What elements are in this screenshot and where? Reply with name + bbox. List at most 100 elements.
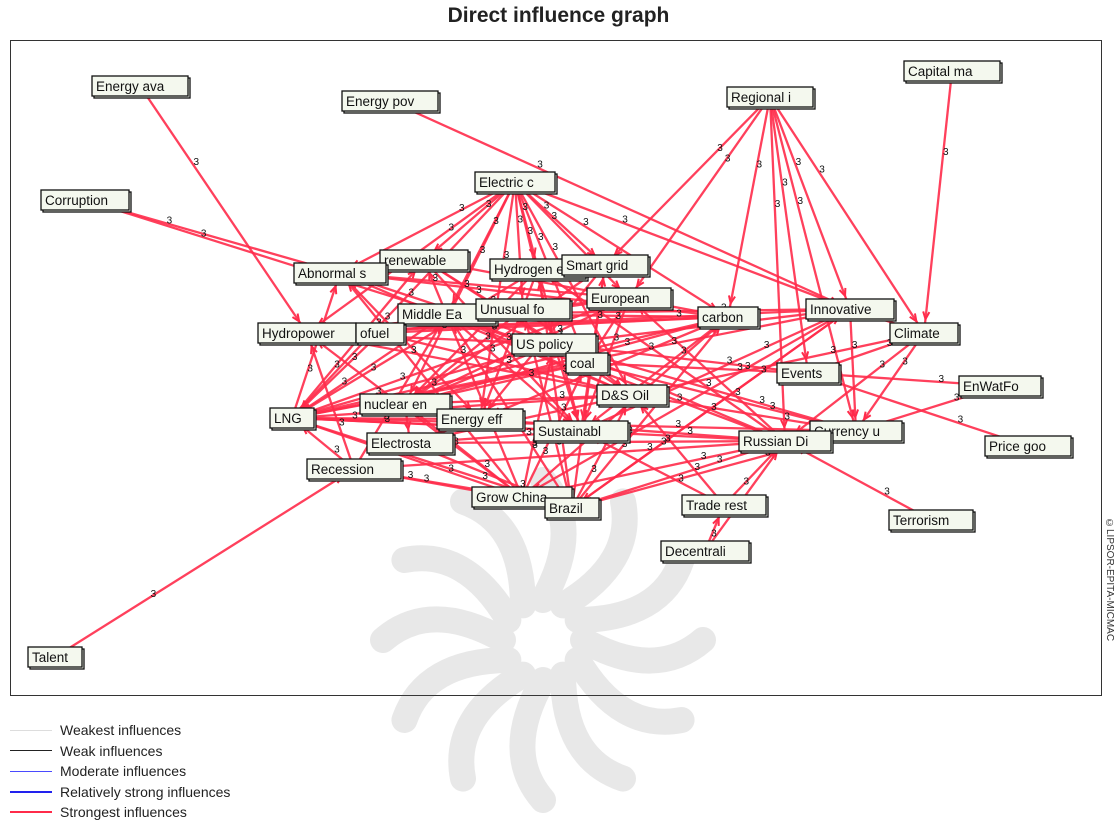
node-box: [27, 646, 83, 668]
node-climate[interactable]: Climate: [889, 322, 961, 346]
edge-weight-label: 3: [486, 199, 492, 210]
edge-weight-label: 3: [954, 392, 960, 403]
node-label: Brazil: [549, 501, 583, 516]
node-corruption[interactable]: Corruption: [40, 189, 132, 213]
influence-edge: [139, 85, 308, 334]
node-electric-c[interactable]: Electric c: [474, 171, 558, 195]
copyright-text: ©LIPSOR-EPITA-MICMAC: [1104, 518, 1115, 642]
legend-item-strongest: Strongest influences: [10, 802, 230, 823]
edge-weight-label: 3: [784, 411, 790, 422]
node-nuclear-en[interactable]: nuclear en: [359, 393, 453, 417]
node-us-policy[interactable]: US policy: [511, 333, 599, 357]
edge-weight-label: 3: [193, 157, 199, 168]
watermark-petal: [564, 547, 695, 633]
edge-weight-label: 3: [342, 377, 348, 388]
node-middle-ea[interactable]: Middle Ea: [397, 303, 499, 327]
watermark-petal: [550, 661, 636, 792]
edge-weight-label: 3: [759, 395, 765, 406]
influence-edge: [604, 96, 771, 266]
legend-label: Moderate influences: [60, 763, 187, 780]
node-trade-rest[interactable]: Trade rest: [681, 494, 769, 518]
edge-weight-label: 3: [352, 410, 358, 421]
node-price-goo[interactable]: Price goo: [984, 435, 1074, 459]
node-carbon[interactable]: carbon: [697, 306, 761, 330]
influence-edge: [922, 70, 954, 334]
edge-weight-label: 3: [334, 359, 340, 370]
edge-weight-label: 3: [384, 414, 390, 425]
node-enwatfo[interactable]: EnWatFo: [958, 375, 1044, 399]
edge-weight-label: 3: [485, 331, 491, 342]
node-abnormal-s[interactable]: Abnormal s: [293, 262, 389, 286]
node-box: [738, 430, 832, 452]
edge-weight-label: 3: [482, 471, 488, 482]
node-sustainabl[interactable]: Sustainabl: [533, 420, 631, 444]
node-biofuel[interactable]: ofuel: [355, 322, 407, 346]
influence-edge: [403, 181, 517, 405]
watermark-ring: [496, 593, 590, 687]
node-box: [269, 407, 315, 429]
node-label: ofuel: [360, 326, 389, 341]
edge-weight-label: 3: [711, 528, 717, 539]
edge-weight-label: 3: [307, 364, 313, 375]
node-innovative[interactable]: Innovative: [805, 298, 897, 322]
node-russian-di[interactable]: Russian Di: [738, 430, 834, 454]
node-electrosta[interactable]: Electrosta: [366, 432, 456, 456]
node-energy-ava[interactable]: Energy ava: [91, 75, 191, 99]
edge-weight-label: 3: [526, 427, 532, 438]
legend-item-relatively-strong: Relatively strong influences: [10, 782, 230, 803]
edge-weight-label: 3: [711, 402, 717, 413]
node-hydropower[interactable]: Hydropower: [257, 322, 359, 346]
edge-weight-label: 3: [151, 589, 157, 600]
edge-arrowhead: [403, 421, 412, 432]
edge-weight-label: 3: [775, 199, 781, 210]
node-energy-pov[interactable]: Energy pov: [341, 90, 441, 114]
node-terrorism[interactable]: Terrorism: [888, 509, 976, 533]
legend-swatch-weakest: [10, 729, 52, 731]
node-label: coal: [570, 356, 595, 371]
edge-weight-label: 3: [744, 477, 750, 488]
edge-arrowhead: [727, 295, 736, 306]
edge-weight-label: 3: [432, 378, 438, 389]
edge-weight-label: 3: [687, 426, 693, 437]
edge-weight-label: 3: [725, 153, 731, 164]
node-renewable[interactable]: renewable: [379, 249, 471, 273]
node-unusual-fo[interactable]: Unusual fo: [475, 298, 573, 322]
node-events[interactable]: Events: [776, 362, 842, 386]
node-box: [355, 322, 405, 344]
legend-swatch-relatively-strong: [10, 790, 52, 793]
edge-weight-label: 3: [532, 438, 538, 449]
edge-weight-label: 3: [681, 345, 687, 356]
node-box: [888, 509, 974, 531]
node-box: [40, 189, 130, 211]
node-capital-ma[interactable]: Capital ma: [903, 60, 1003, 84]
watermark-emblem: [370, 467, 716, 813]
node-label: Capital ma: [908, 64, 973, 79]
node-box: [544, 497, 600, 519]
node-energy-eff[interactable]: Energy eff: [436, 408, 526, 432]
node-coal[interactable]: coal: [565, 352, 611, 376]
node-talent[interactable]: Talent: [27, 646, 85, 670]
edge-weight-label: 3: [796, 157, 802, 168]
edge-arrowhead: [487, 400, 497, 411]
influence-edge: [586, 361, 857, 433]
node-smart-grid[interactable]: Smart grid: [561, 254, 651, 278]
node-brazil[interactable]: Brazil: [544, 497, 602, 521]
edge-weight-label: 3: [408, 470, 414, 481]
node-decentrali[interactable]: Decentrali: [660, 540, 752, 564]
edge-weight-label: 3: [520, 479, 526, 490]
watermark-petal: [370, 606, 516, 653]
edge-weight-label: 3: [770, 401, 776, 412]
influence-edge: [423, 181, 516, 261]
node-ds-oil[interactable]: D&S Oil: [596, 384, 670, 408]
node-european[interactable]: European: [586, 287, 674, 311]
node-lng[interactable]: LNG: [269, 407, 317, 431]
edge-weight-label: 3: [880, 360, 886, 371]
edge-weight-label: 3: [371, 362, 377, 373]
node-regional-i[interactable]: Regional i: [726, 86, 816, 110]
edge-weight-label: 3: [943, 147, 949, 158]
node-label: Price goo: [989, 439, 1046, 454]
edge-weight-label: 3: [737, 362, 743, 373]
node-recession[interactable]: Recession: [306, 458, 404, 482]
edge-weight-label: 3: [476, 285, 482, 296]
edge-arrowhead: [570, 409, 579, 421]
